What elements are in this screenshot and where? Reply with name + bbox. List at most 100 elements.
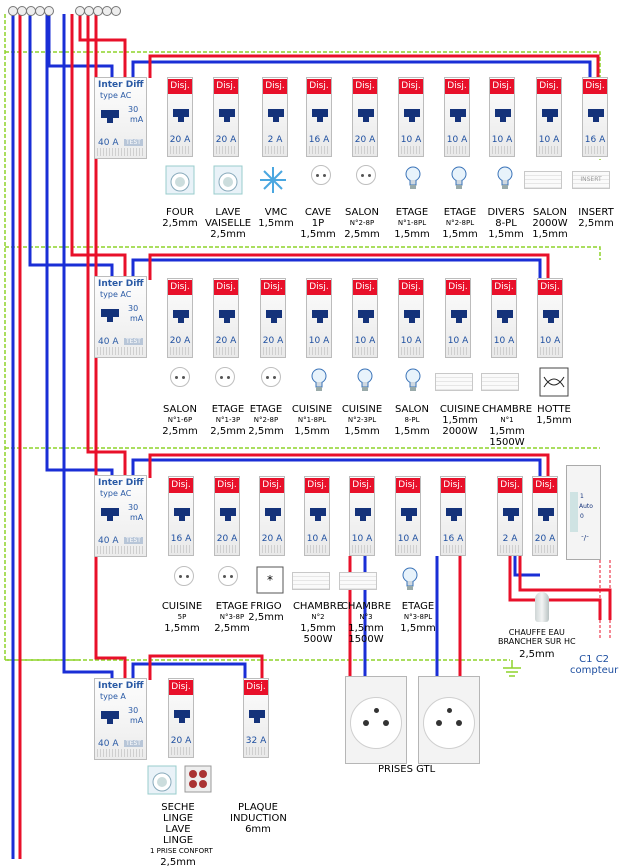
circuit-breaker[interactable]: Disj.16 A xyxy=(168,476,194,556)
circuit-sub: 8-PL xyxy=(404,416,420,424)
lever-icon[interactable] xyxy=(249,710,265,723)
lever-icon[interactable] xyxy=(542,109,558,122)
lever-icon[interactable] xyxy=(310,508,326,521)
lever-icon[interactable] xyxy=(404,310,420,323)
breaker-rating: 10 A xyxy=(308,336,330,346)
circuit-breaker[interactable]: Disj.2 A xyxy=(262,77,288,157)
vent-hatch xyxy=(170,146,190,154)
circuit-breaker[interactable]: Disj.2 A xyxy=(497,476,523,556)
circuit-wire-size: 1,5mm xyxy=(294,426,330,437)
diff-sensitivity-unit: mA xyxy=(130,513,144,522)
circuit-breaker[interactable]: Disj.10 A xyxy=(491,278,517,358)
diff-type: type A xyxy=(100,692,126,701)
lever-icon[interactable] xyxy=(450,109,466,122)
circuit-breaker[interactable]: Disj.10 A xyxy=(306,278,332,358)
lever-icon[interactable] xyxy=(219,310,235,323)
lever-icon[interactable] xyxy=(543,310,559,323)
circuit-wire-size: 1,5mm xyxy=(536,415,572,426)
circuit-wire-size: 1,5mm xyxy=(394,229,430,240)
lever-icon[interactable] xyxy=(495,109,511,122)
lever-icon[interactable] xyxy=(174,710,190,723)
lever-icon[interactable] xyxy=(219,109,235,122)
lever-icon[interactable] xyxy=(401,508,417,521)
lever-icon[interactable] xyxy=(588,109,604,122)
circuit-wire-size: 1,5mm xyxy=(442,229,478,240)
lever-icon[interactable] xyxy=(358,109,374,122)
lever-icon[interactable] xyxy=(174,508,190,521)
lever-icon[interactable] xyxy=(173,109,189,122)
lever-icon[interactable] xyxy=(101,110,119,123)
test-button: TEST xyxy=(124,740,143,747)
lever-icon[interactable] xyxy=(265,508,281,521)
lever-icon[interactable] xyxy=(312,109,328,122)
lever-icon[interactable] xyxy=(538,508,554,521)
circuit-name: ETAGE xyxy=(443,207,477,218)
circuit-breaker[interactable]: Disj.20 A xyxy=(213,77,239,157)
circuit-breaker[interactable]: Disj.16 A xyxy=(582,77,608,157)
circuit-breaker[interactable]: Disj.16 A xyxy=(440,476,466,556)
circuit-breaker[interactable]: Disj.10 A xyxy=(489,77,515,157)
circuit-breaker[interactable]: Disj.10 A xyxy=(398,77,424,157)
vent-hatch xyxy=(448,347,468,355)
circuit-breaker[interactable]: Disj.20 A xyxy=(532,476,558,556)
circuit-breaker[interactable]: Disj.10 A xyxy=(444,77,470,157)
meter-c1-c2: C1 C2 xyxy=(579,654,610,665)
circuit-breaker[interactable]: Disj.20 A xyxy=(167,77,193,157)
bulb-icon xyxy=(404,165,422,197)
breaker-rating: 20 A xyxy=(354,135,376,145)
circuit-breaker[interactable]: Disj.20 A xyxy=(168,678,194,758)
lever-icon[interactable] xyxy=(358,310,374,323)
circuit-breaker[interactable]: Disj.10 A xyxy=(398,278,424,358)
circuit-wire-size: 2,5mm xyxy=(344,229,380,240)
circuit-breaker[interactable]: Disj.20 A xyxy=(260,278,286,358)
diff-title: Inter Diff xyxy=(98,80,144,90)
breaker-rating: 2 A xyxy=(502,534,518,544)
lever-icon[interactable] xyxy=(446,508,462,521)
lever-icon[interactable] xyxy=(220,508,236,521)
lever-icon[interactable] xyxy=(101,309,119,322)
lever-icon[interactable] xyxy=(101,711,119,724)
circuit-breaker[interactable]: Disj.10 A xyxy=(536,77,562,157)
breaker-rating: 20 A xyxy=(262,336,284,346)
lever-icon[interactable] xyxy=(268,109,284,122)
lever-icon[interactable] xyxy=(451,310,467,323)
lever-icon[interactable] xyxy=(503,508,519,521)
circuit-breaker[interactable]: Disj.10 A xyxy=(352,278,378,358)
lever-icon[interactable] xyxy=(497,310,513,323)
circuit-breaker[interactable]: Disj.10 A xyxy=(445,278,471,358)
lever-icon[interactable] xyxy=(101,508,119,521)
lever-icon[interactable] xyxy=(355,508,371,521)
heater-panel xyxy=(524,171,562,189)
circuit-breaker[interactable]: Disj.16 A xyxy=(306,77,332,157)
circuit-breaker[interactable]: Disj.20 A xyxy=(352,77,378,157)
circuit-breaker[interactable]: Disj.20 A xyxy=(167,278,193,358)
vent-hatch xyxy=(355,347,375,355)
circuit-breaker[interactable]: Disj.32 A xyxy=(243,678,269,758)
circuit-name: PLAQUE INDUCTION xyxy=(230,802,287,824)
lever-icon[interactable] xyxy=(404,109,420,122)
heater-panel xyxy=(292,572,330,590)
circuit-breaker[interactable]: Disj.10 A xyxy=(395,476,421,556)
circuit-name: CUISINE xyxy=(341,404,383,415)
lever-icon[interactable] xyxy=(266,310,282,323)
breaker-tag: Disj. xyxy=(168,280,192,295)
lever-icon[interactable] xyxy=(312,310,328,323)
circuit-breaker[interactable]: Disj.10 A xyxy=(537,278,563,358)
circuit-breaker[interactable]: Disj.20 A xyxy=(213,278,239,358)
circuit-breaker[interactable]: Disj.20 A xyxy=(259,476,285,556)
breaker-rating: 10 A xyxy=(491,135,513,145)
lever-icon[interactable] xyxy=(173,310,189,323)
circuit-breaker[interactable]: Disj.10 A xyxy=(349,476,375,556)
gtl-socket-2 xyxy=(418,676,480,764)
circuit-breaker[interactable]: Disj.10 A xyxy=(304,476,330,556)
water-heater-name: CHAUFFE EAU xyxy=(508,628,565,637)
socket-face xyxy=(356,165,376,185)
circuit-breaker[interactable]: Disj.20 A xyxy=(214,476,240,556)
water-heater-icon xyxy=(535,592,549,622)
